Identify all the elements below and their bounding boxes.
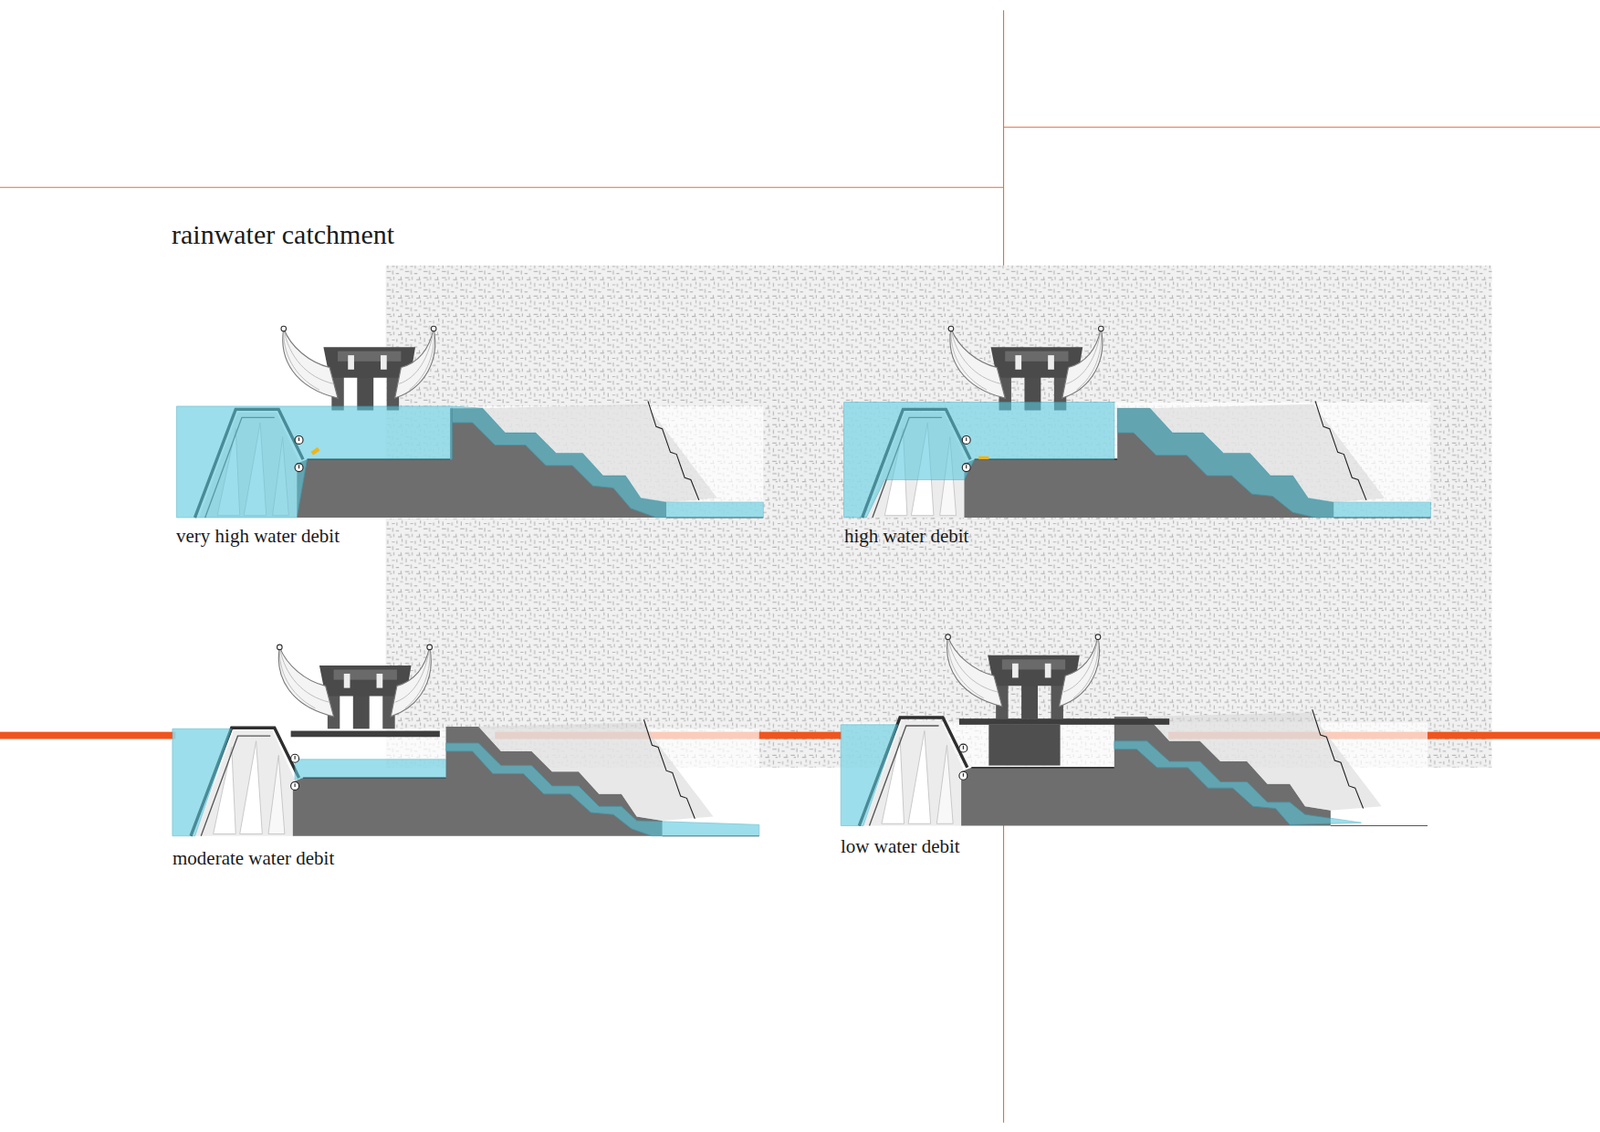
section-moderate	[291, 753, 300, 790]
frame-line	[0, 10, 1600, 1123]
water	[1117, 407, 1431, 518]
valve	[978, 456, 989, 460]
platform-slab	[988, 724, 1060, 766]
water	[840, 724, 1361, 827]
water	[294, 759, 446, 780]
section-low	[840, 634, 1428, 827]
water	[840, 724, 899, 827]
section-high	[962, 435, 971, 471]
panel-caption: high water debit	[844, 526, 969, 546]
section-moderate	[172, 644, 760, 837]
water	[1114, 741, 1362, 826]
panel-caption: very high water debit	[176, 526, 340, 546]
water	[446, 742, 760, 837]
water	[844, 402, 1432, 518]
section-low	[858, 634, 1428, 827]
water	[176, 406, 764, 518]
accent-band	[0, 732, 176, 740]
frame-line	[0, 187, 1004, 189]
water	[172, 728, 232, 836]
section-moderate	[190, 644, 760, 837]
section-low	[959, 743, 968, 780]
platform-slab	[291, 731, 440, 738]
valve	[311, 447, 321, 456]
section-high	[844, 325, 1432, 518]
water	[844, 402, 1115, 518]
water	[172, 728, 760, 836]
diagram-title: rainwater catchment	[171, 220, 395, 249]
section-very-high	[294, 435, 304, 471]
panel-caption: low water debit	[840, 836, 961, 857]
section-very-high	[176, 325, 764, 519]
platform-slab	[959, 718, 1170, 725]
frame-line	[1003, 126, 1600, 128]
water	[176, 406, 452, 518]
water	[451, 406, 764, 518]
panel-caption: moderate water debit	[172, 848, 335, 868]
